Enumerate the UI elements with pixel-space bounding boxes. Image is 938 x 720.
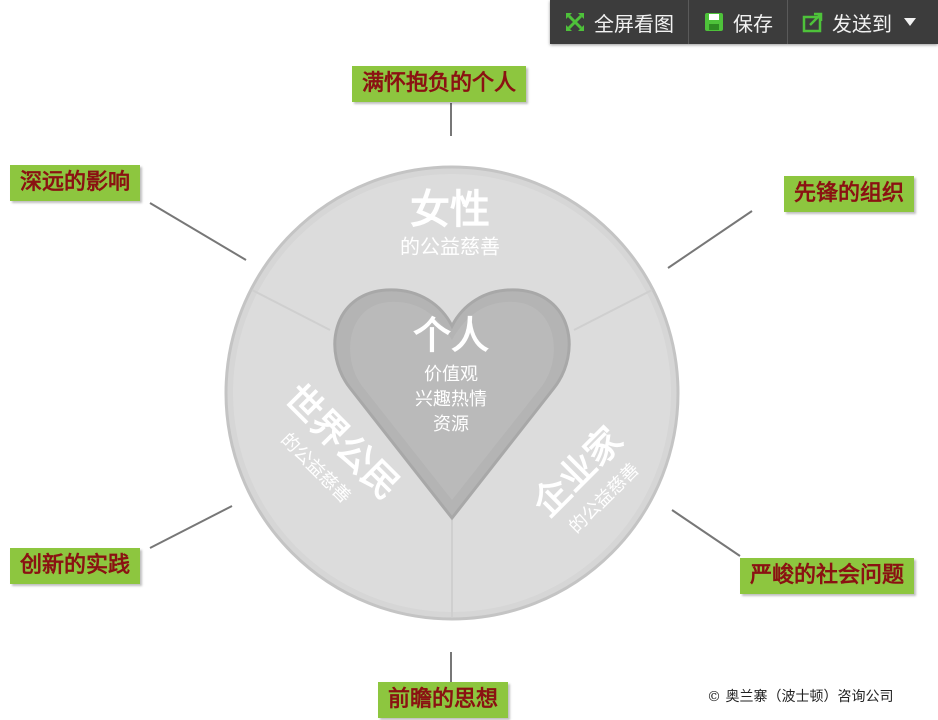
label-lower-left: 创新的实践	[10, 548, 141, 584]
label-upper-right: 先锋的组织	[784, 176, 915, 212]
label-lower-right: 严峻的社会问题	[740, 558, 915, 594]
heart-line-3: 资源	[433, 414, 469, 435]
send-to-button[interactable]: 发送到	[788, 0, 930, 44]
save-icon	[705, 13, 723, 31]
sector-dividers	[251, 289, 653, 617]
connector-upper-right	[667, 210, 753, 269]
label-top: 满怀抱负的个人	[352, 66, 527, 102]
fullscreen-label: 全屏看图	[594, 11, 674, 36]
heart-line-2: 兴趣热情	[415, 389, 487, 410]
connector-lower-left	[149, 505, 233, 549]
label-upper-left: 深远的影响	[10, 165, 141, 201]
label-bottom: 前瞻的思想	[378, 682, 509, 718]
top-sector-subtitle: 的公益慈善	[400, 234, 500, 259]
fullscreen-button[interactable]: 全屏看图	[550, 0, 689, 44]
send-label: 发送到	[832, 11, 892, 36]
send-icon	[802, 12, 823, 33]
chevron-down-icon[interactable]	[904, 18, 916, 26]
save-label: 保存	[733, 11, 773, 36]
image-viewer-toolbar: 全屏看图 保存 发送到	[550, 0, 938, 44]
top-sector-title: 女性	[410, 187, 490, 233]
connector-upper-left	[149, 202, 247, 261]
connector-lower-right	[671, 509, 741, 557]
fullscreen-icon	[566, 13, 584, 31]
heart-inner	[350, 301, 554, 500]
save-button[interactable]: 保存	[689, 0, 788, 44]
copyright-notice: © 奥兰寨（波士顿）咨询公司	[707, 689, 894, 705]
heart-line-1: 价值观	[424, 364, 478, 385]
connector-lines	[149, 103, 753, 682]
heart-title: 个人	[412, 313, 490, 358]
